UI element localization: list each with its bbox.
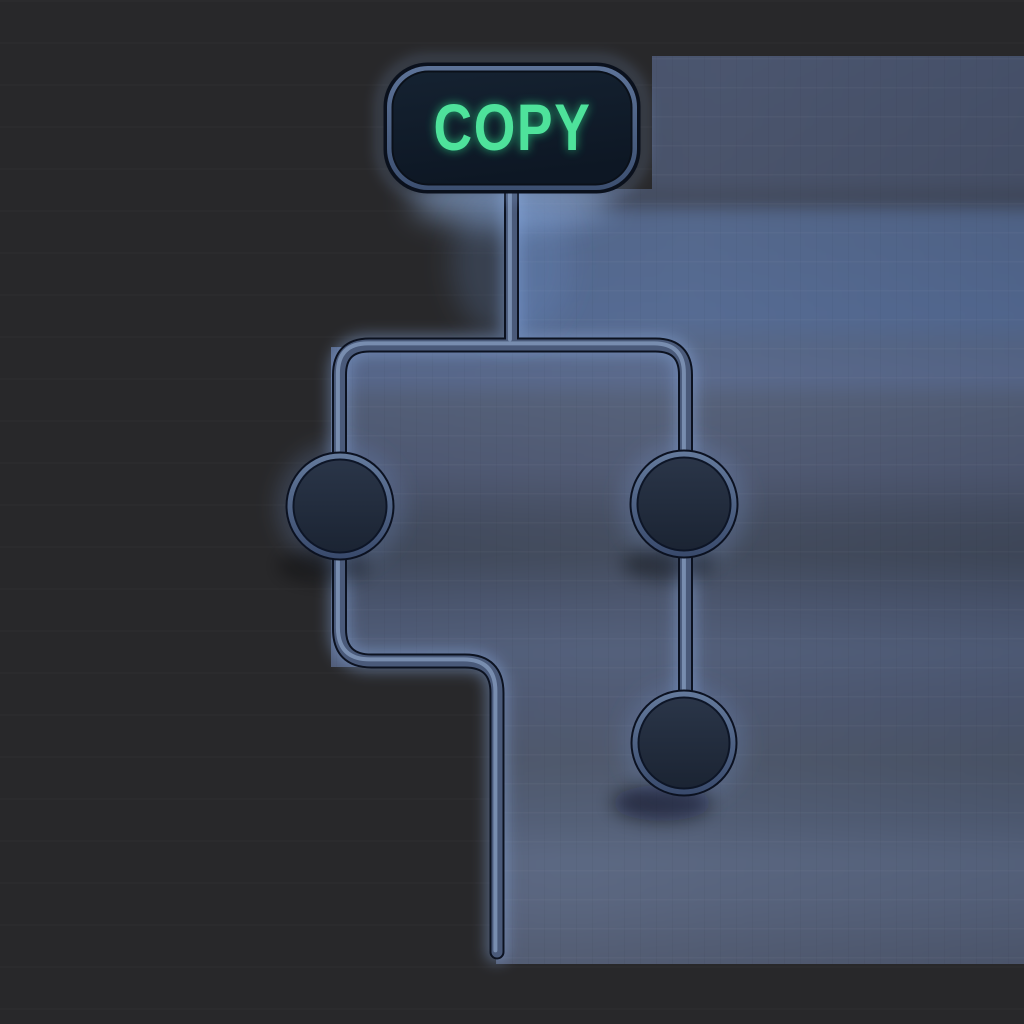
copy-button[interactable]: COPY COPY (378, 57, 647, 199)
pipes-highlight (335, 187, 686, 953)
node-right-top (629, 449, 739, 559)
node-left (285, 451, 395, 561)
node-right-bottom (630, 689, 738, 797)
copy-button-label: COPY (434, 90, 592, 164)
copy-button-outer-glow (378, 57, 647, 199)
copy-button-face (393, 72, 631, 184)
copy-button-label-glow: COPY (434, 90, 592, 164)
